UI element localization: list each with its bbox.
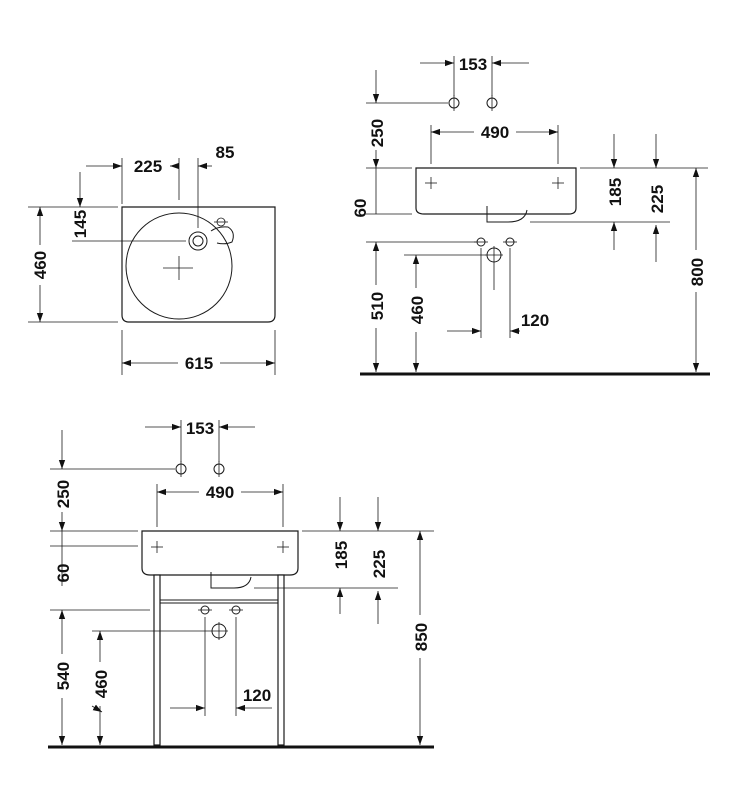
wall-dim-800: 800 — [688, 258, 707, 286]
dim-145: 145 — [71, 210, 90, 238]
wall-hung-view: 153 490 250 60 510 460 120 185 225 — [351, 55, 710, 376]
stand-dim-153: 153 — [186, 419, 214, 438]
wall-dim-120: 120 — [521, 311, 549, 330]
waste-outlet — [486, 206, 528, 223]
wall-dim-225: 225 — [648, 185, 667, 213]
stand-dim-60: 60 — [54, 564, 73, 583]
stand-leg-left — [153, 574, 161, 746]
wall-dim-250: 250 — [368, 119, 387, 147]
basin-top-outline — [121, 206, 276, 323]
stand-dim-850: 850 — [412, 623, 431, 651]
console-view: 153 490 250 60 540 460 120 185 225 — [48, 419, 434, 749]
wall-dim-490: 490 — [481, 123, 509, 142]
bowl-circle — [125, 212, 233, 320]
basin-side-outline — [415, 167, 577, 215]
dim-225: 225 — [134, 157, 162, 176]
stand-dim-185: 185 — [332, 541, 351, 569]
wall-dim-153: 153 — [459, 55, 487, 74]
dim-85: 85 — [216, 143, 235, 162]
wall-dim-185: 185 — [606, 178, 625, 206]
stand-dim-250: 250 — [54, 480, 73, 508]
tap-hole-outer — [188, 231, 208, 251]
stand-dim-460: 460 — [92, 670, 111, 698]
tap-hole-inner — [192, 235, 204, 247]
wall-dim-460: 460 — [408, 296, 427, 324]
stand-dim-490: 490 — [206, 483, 234, 502]
top-view: 225 85 145 460 615 — [28, 143, 276, 375]
stand-leg-right — [277, 574, 285, 746]
dim-615: 615 — [185, 354, 213, 373]
wall-dim-60: 60 — [351, 199, 370, 218]
wall-dim-510: 510 — [368, 292, 387, 320]
stand-dim-225: 225 — [370, 550, 389, 578]
console-basin-outline — [141, 530, 299, 576]
stand-dim-540: 540 — [54, 662, 73, 690]
stand-dim-120: 120 — [243, 686, 271, 705]
dim-460: 460 — [31, 251, 50, 279]
overflow-outline — [210, 226, 234, 245]
